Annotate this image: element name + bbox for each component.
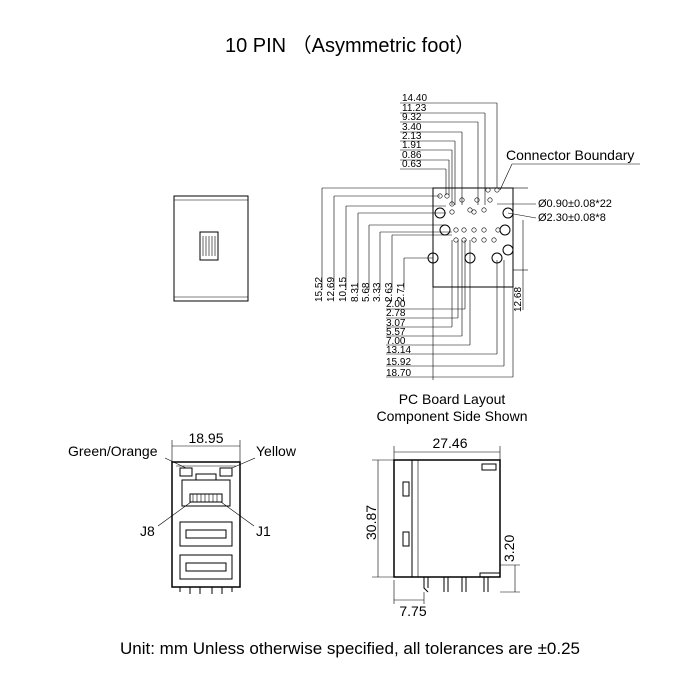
dim-label: 2.71 [396,282,407,302]
dim-label: 0.63 [402,159,422,170]
dim-label: 2.78 [386,308,406,319]
dim-label: 14.40 [402,93,427,104]
pcb-bottom-dim-lines [386,240,514,380]
front-width-dim: 18.95 [188,430,223,446]
pin-right-label: J1 [256,523,271,539]
dim-label: 1.91 [402,140,422,151]
top-view-body [173,195,249,302]
rj45-contacts [189,493,223,503]
right-led-window [219,467,233,477]
dim-label: 5.68 [361,282,372,302]
pcb-bottom-dims: 2.00 2.78 3.07 5.57 7.00 13.14 15.92 18.… [386,299,411,379]
top-view-latch [199,231,219,261]
pcb-top-dims: 14.40 11.23 9.32 3.40 2.13 1.91 0.86 0.6… [402,93,427,170]
side-latch-upper [402,481,410,497]
page-title: 10 PIN （Asymmetric foot） [225,34,475,57]
side-height-dim: 30.87 [363,505,379,540]
dim-label: 15.52 [314,277,325,302]
side-view: 27.46 30.87 3.20 7.75 [363,435,520,619]
rj45-jack [181,479,231,507]
connector-boundary [432,187,514,288]
dim-label: 8.31 [350,282,361,302]
dim-label: 10.15 [338,277,349,302]
usb-port-lower [179,554,233,580]
dim-label: 11.23 [402,103,427,114]
pcb-caption-line2: Component Side Shown [377,408,528,424]
dim-label: 12.69 [326,277,337,302]
pcb-layout: 14.40 11.23 9.32 3.40 2.13 1.91 0.86 0.6… [314,93,640,424]
dim-label: 3.07 [386,318,406,329]
dim-label: 2.00 [386,299,406,310]
pcb-holes [427,187,514,264]
dim-label: 5.57 [386,327,406,338]
front-view: 18.95 Green/Orange Yellow J8 J1 [68,430,297,594]
front-body [171,461,241,588]
connector-boundary-label: Connector Boundary [506,147,634,163]
pcb-top-dim-lines [400,102,498,205]
dim-label: 2.13 [402,131,422,142]
dim-label: 7.00 [386,336,406,347]
pin-left-label: J8 [140,523,155,539]
small-hole-label: Ø0.90±0.08*22 [538,198,612,210]
right-led-label: Yellow [256,443,297,459]
pcb-left-dim-lines [321,187,452,290]
usb-port-upper [179,521,233,547]
footer-note: Unit: mm Unless otherwise specified, all… [120,639,580,658]
dim-label: 0.86 [402,150,422,161]
left-led-label: Green/Orange [68,443,158,459]
side-bottom-dim: 7.75 [399,603,426,619]
side-body [393,459,501,578]
pcb-caption-line1: PC Board Layout [399,391,506,407]
top-view [173,195,249,302]
right-dim-label: 12.68 [513,287,524,312]
pcb-left-dims: 15.52 12.69 10.15 8.31 5.68 3.33 2.63 2.… [314,277,407,302]
dim-label: 18.70 [386,368,411,379]
left-led-window [179,467,193,477]
side-width-dim: 27.46 [432,435,467,451]
dim-label: 3.33 [372,282,383,302]
dim-label: 15.92 [386,357,411,368]
dim-label: 3.40 [402,122,422,133]
dim-label: 9.32 [402,112,422,123]
side-leg-dim: 3.20 [501,535,517,562]
side-latch-lower [402,531,410,547]
dim-label: 13.14 [386,345,411,356]
dim-label: 2.63 [384,282,395,302]
large-hole-label: Ø2.30±0.08*8 [538,212,606,224]
